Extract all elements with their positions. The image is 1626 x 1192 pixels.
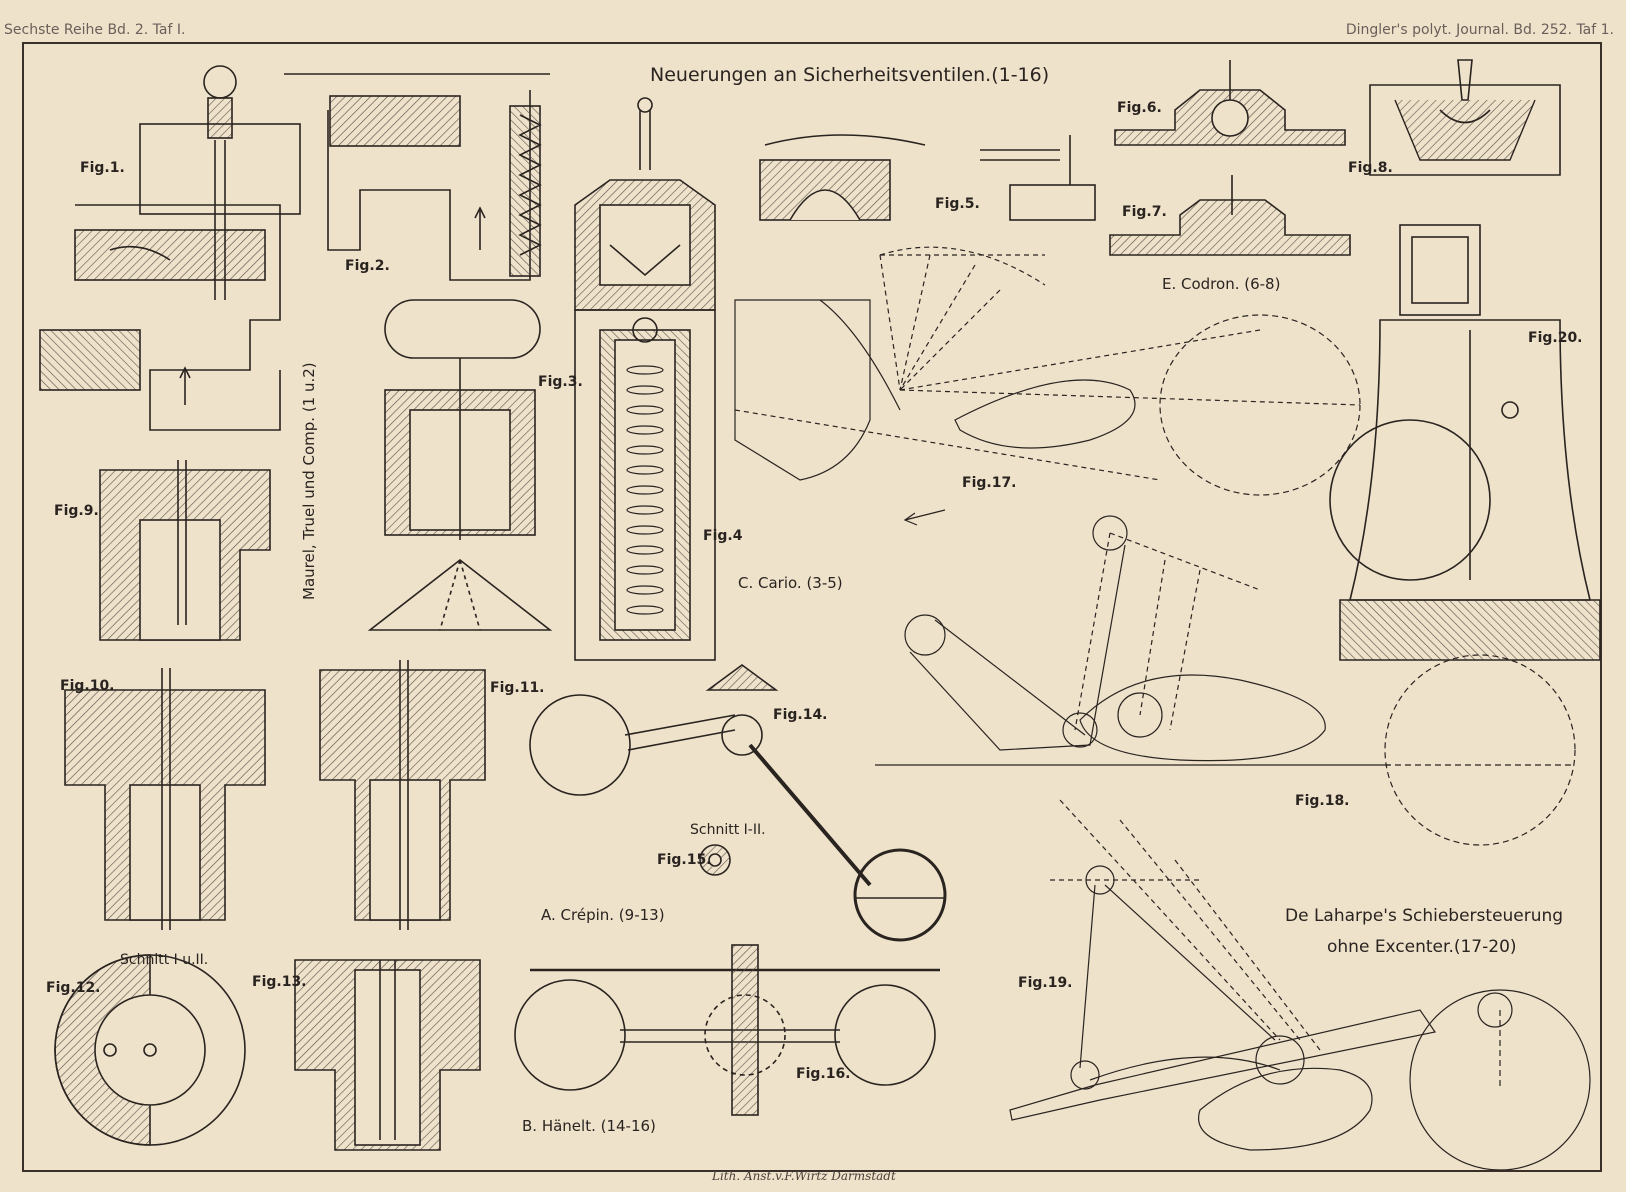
fig4-label: Fig.4 bbox=[703, 528, 743, 544]
fig18-label: Fig.18. bbox=[1295, 793, 1350, 809]
fig8-label: Fig.8. bbox=[1348, 160, 1393, 176]
fig2-drawing bbox=[284, 73, 550, 281]
author-laharpe-line1: De Laharpe's Schiebersteuerung bbox=[1285, 906, 1564, 926]
author-maurel: Maurel, Truel und Comp. (1 u.2) bbox=[300, 362, 318, 600]
fig16-label: Fig.16. bbox=[796, 1066, 851, 1082]
fig1-label: Fig.1. bbox=[80, 160, 125, 176]
fig20-label: Fig.20. bbox=[1528, 330, 1583, 346]
plate-frame bbox=[22, 42, 1602, 1172]
fig12-drawing bbox=[54, 954, 246, 1146]
fig10-drawing bbox=[64, 668, 266, 930]
section-label-1: Schnitt I u.II. bbox=[120, 952, 209, 968]
fig9-label: Fig.9. bbox=[54, 503, 99, 519]
author-crepin: A. Crépin. (9-13) bbox=[541, 906, 665, 924]
fig13-label: Fig.13. bbox=[252, 974, 307, 990]
journal-header: Dingler's polyt. Journal. Bd. 252. Taf 1… bbox=[1345, 22, 1614, 38]
fig10-label: Fig.10. bbox=[60, 678, 115, 694]
fig3-drawing bbox=[367, 299, 553, 631]
fig15-label: Fig.15. bbox=[657, 852, 712, 868]
fig4-drawing bbox=[574, 97, 716, 661]
fig20-drawing bbox=[1329, 224, 1601, 661]
fig19-label: Fig.19. bbox=[1018, 975, 1073, 991]
fig3-label: Fig.3. bbox=[538, 374, 583, 390]
fig15-drawing bbox=[699, 844, 731, 876]
author-haenelt: B. Hänelt. (14-16) bbox=[522, 1117, 656, 1135]
fig14-label: Fig.14. bbox=[773, 707, 828, 723]
fig9-drawing bbox=[99, 460, 271, 641]
fig7-label: Fig.7. bbox=[1122, 204, 1167, 220]
fig2-label: Fig.2. bbox=[345, 258, 390, 274]
fig6-drawing bbox=[1114, 60, 1346, 146]
fig19-drawing bbox=[1009, 799, 1591, 1171]
fig8-drawing bbox=[1369, 59, 1561, 176]
author-cario: C. Cario. (3-5) bbox=[738, 574, 843, 592]
fig18-drawing bbox=[875, 509, 1576, 846]
fig17-label: Fig.17. bbox=[962, 475, 1017, 491]
fig13-drawing bbox=[294, 959, 481, 1151]
fig14-drawing bbox=[529, 664, 947, 942]
fig11-drawing bbox=[319, 660, 486, 930]
section-label-2: Schnitt I-II. bbox=[690, 822, 766, 838]
lithographer-credit: Lith. Anst.v.F.Wirtz Darmstadt bbox=[712, 1169, 896, 1183]
author-laharpe-line2: ohne Excenter.(17-20) bbox=[1327, 937, 1517, 957]
fig16-drawing bbox=[514, 944, 940, 1116]
fig6-label: Fig.6. bbox=[1117, 100, 1162, 116]
author-codron: E. Codron. (6-8) bbox=[1162, 275, 1281, 293]
series-header: Sechste Reihe Bd. 2. Taf I. bbox=[4, 22, 186, 38]
fig11-label: Fig.11. bbox=[490, 680, 545, 696]
fig7-drawing bbox=[1109, 175, 1351, 256]
fig17-drawing bbox=[734, 246, 1361, 496]
fig12-label: Fig.12. bbox=[46, 980, 101, 996]
fig5-drawing bbox=[759, 134, 1096, 221]
plate-title: Neuerungen an Sicherheitsventilen.(1-16) bbox=[650, 64, 1050, 86]
fig1-drawing bbox=[39, 65, 301, 431]
fig5-label: Fig.5. bbox=[935, 196, 980, 212]
